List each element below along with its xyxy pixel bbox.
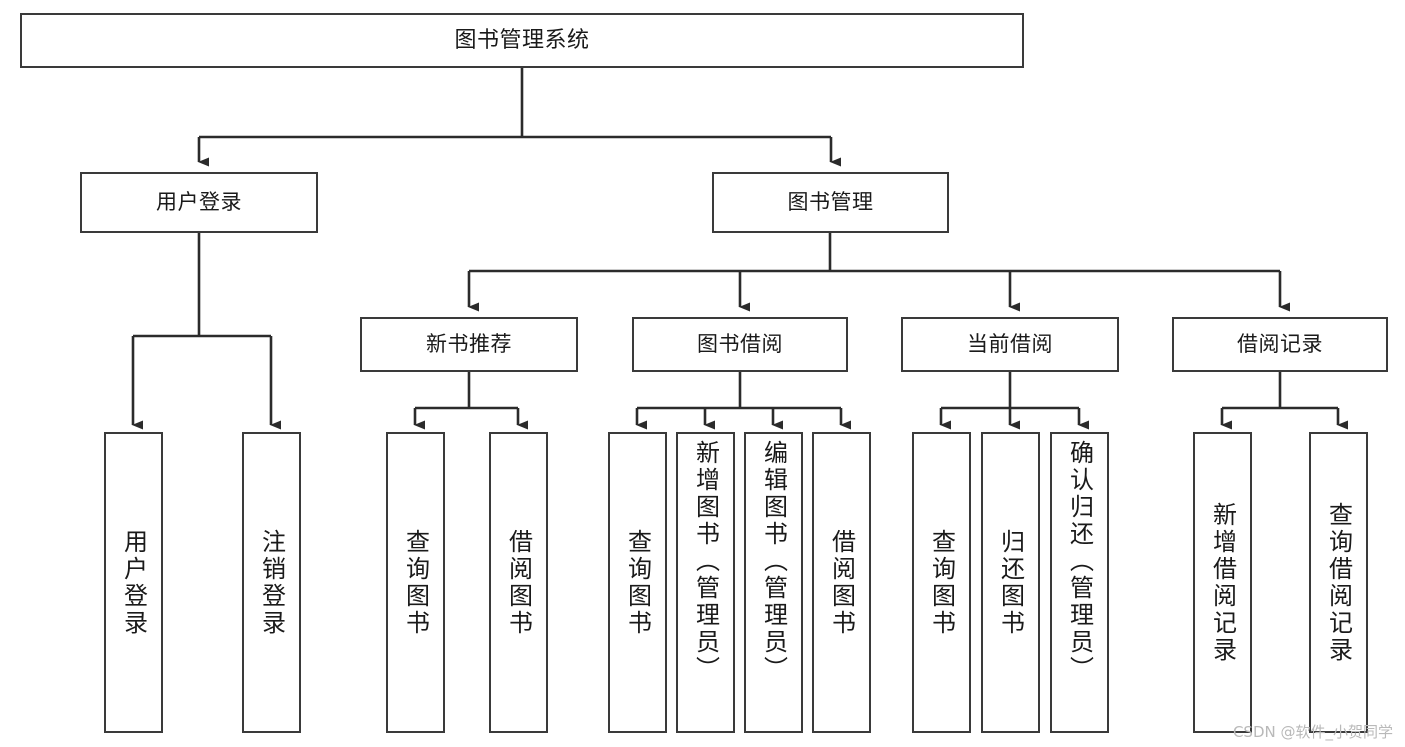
node-user-login[interactable]: 用户登录 <box>80 172 318 233</box>
node-label: 查询借阅记录 <box>1324 501 1353 664</box>
node-borrow-record[interactable]: 借阅记录 <box>1172 317 1388 372</box>
leaf-borrow-edit-book-admin[interactable]: 编辑图书（管理员） <box>744 432 803 733</box>
node-label: 新增借阅记录 <box>1208 501 1237 664</box>
node-label: 图书管理系统 <box>454 27 590 53</box>
leaf-user-logout[interactable]: 注销登录 <box>242 432 301 733</box>
node-label: 确认归还（管理员） <box>1065 440 1094 683</box>
node-label: 归还图书 <box>996 528 1025 637</box>
leaf-current-query-book[interactable]: 查询图书 <box>912 432 971 733</box>
leaf-user-login[interactable]: 用户登录 <box>104 432 163 733</box>
node-label: 新增图书（管理员） <box>691 440 720 683</box>
node-label: 用户登录 <box>156 190 242 215</box>
node-label: 新书推荐 <box>426 332 512 357</box>
leaf-borrow-borrow-book[interactable]: 借阅图书 <box>812 432 871 733</box>
node-book-management[interactable]: 图书管理 <box>712 172 949 233</box>
leaf-current-return-book[interactable]: 归还图书 <box>981 432 1040 733</box>
node-book-borrow[interactable]: 图书借阅 <box>632 317 848 372</box>
leaf-recommend-borrow-book[interactable]: 借阅图书 <box>489 432 548 733</box>
node-label: 当前借阅 <box>967 332 1053 357</box>
leaf-borrow-query-book[interactable]: 查询图书 <box>608 432 667 733</box>
watermark-text: CSDN @软件_小贺同学 <box>1232 723 1393 741</box>
node-label: 借阅图书 <box>827 528 856 637</box>
node-new-book-recommend[interactable]: 新书推荐 <box>360 317 578 372</box>
node-label: 图书借阅 <box>697 332 783 357</box>
node-current-borrow[interactable]: 当前借阅 <box>901 317 1119 372</box>
leaf-current-confirm-return-admin[interactable]: 确认归还（管理员） <box>1050 432 1109 733</box>
node-label: 查询图书 <box>927 528 956 637</box>
leaf-borrow-add-book-admin[interactable]: 新增图书（管理员） <box>676 432 735 733</box>
node-root-system[interactable]: 图书管理系统 <box>20 13 1024 68</box>
node-label: 借阅记录 <box>1237 332 1323 357</box>
node-label: 用户登录 <box>119 528 148 637</box>
node-label: 编辑图书（管理员） <box>759 440 788 683</box>
leaf-recommend-query-book[interactable]: 查询图书 <box>386 432 445 733</box>
node-label: 查询图书 <box>623 528 652 637</box>
leaf-record-add[interactable]: 新增借阅记录 <box>1193 432 1252 733</box>
node-label: 注销登录 <box>257 528 286 637</box>
node-label: 查询图书 <box>401 528 430 637</box>
node-label: 图书管理 <box>787 190 874 215</box>
node-label: 借阅图书 <box>504 528 533 637</box>
leaf-record-query[interactable]: 查询借阅记录 <box>1309 432 1368 733</box>
